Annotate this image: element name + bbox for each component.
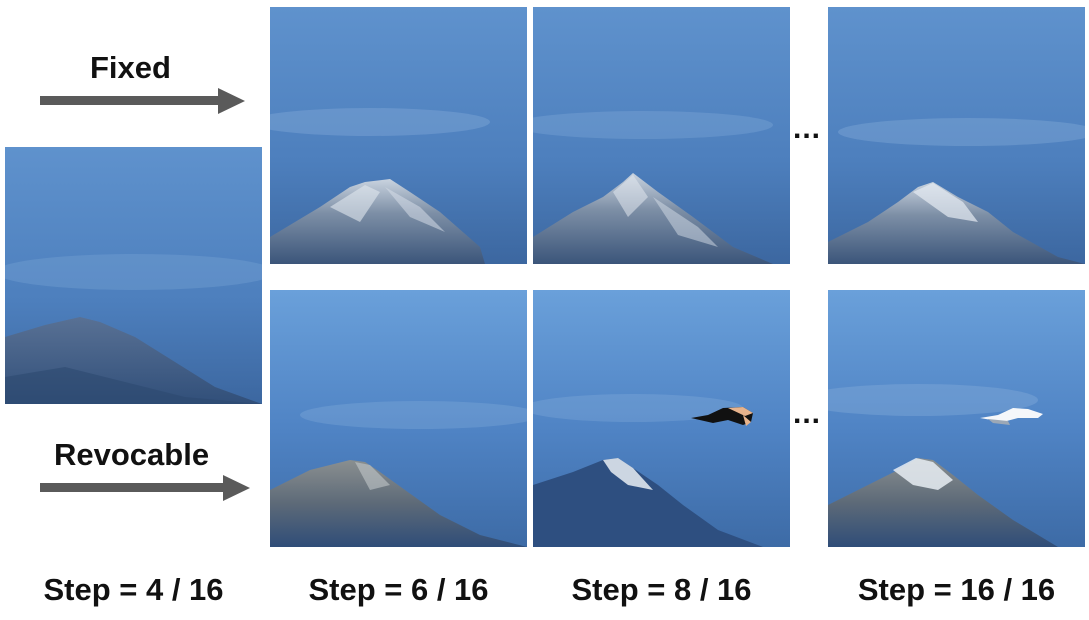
revocable-step-8-image [533, 290, 790, 547]
step-label: Step = 8 / 16 [571, 572, 752, 607]
fixed-step-6-image [270, 7, 527, 264]
fixed-step-8-image [533, 7, 790, 264]
fixed-ellipsis: ... [793, 112, 822, 145]
initial-image [5, 147, 262, 404]
revocable-ellipsis: ... [793, 397, 822, 430]
step-label: Step = 4 / 16 [43, 572, 224, 607]
right-arrow-icon [40, 88, 245, 114]
fixed-step-16-image [828, 7, 1085, 264]
step-label: Step = 6 / 16 [308, 572, 489, 607]
revocable-label: Revocable [54, 437, 210, 472]
revocable-step-16-image [828, 290, 1085, 547]
step-label: Step = 16 / 16 [857, 572, 1056, 607]
fixed-label: Fixed [90, 50, 171, 85]
revocable-step-6-image [270, 290, 527, 547]
right-arrow-icon [40, 475, 250, 501]
